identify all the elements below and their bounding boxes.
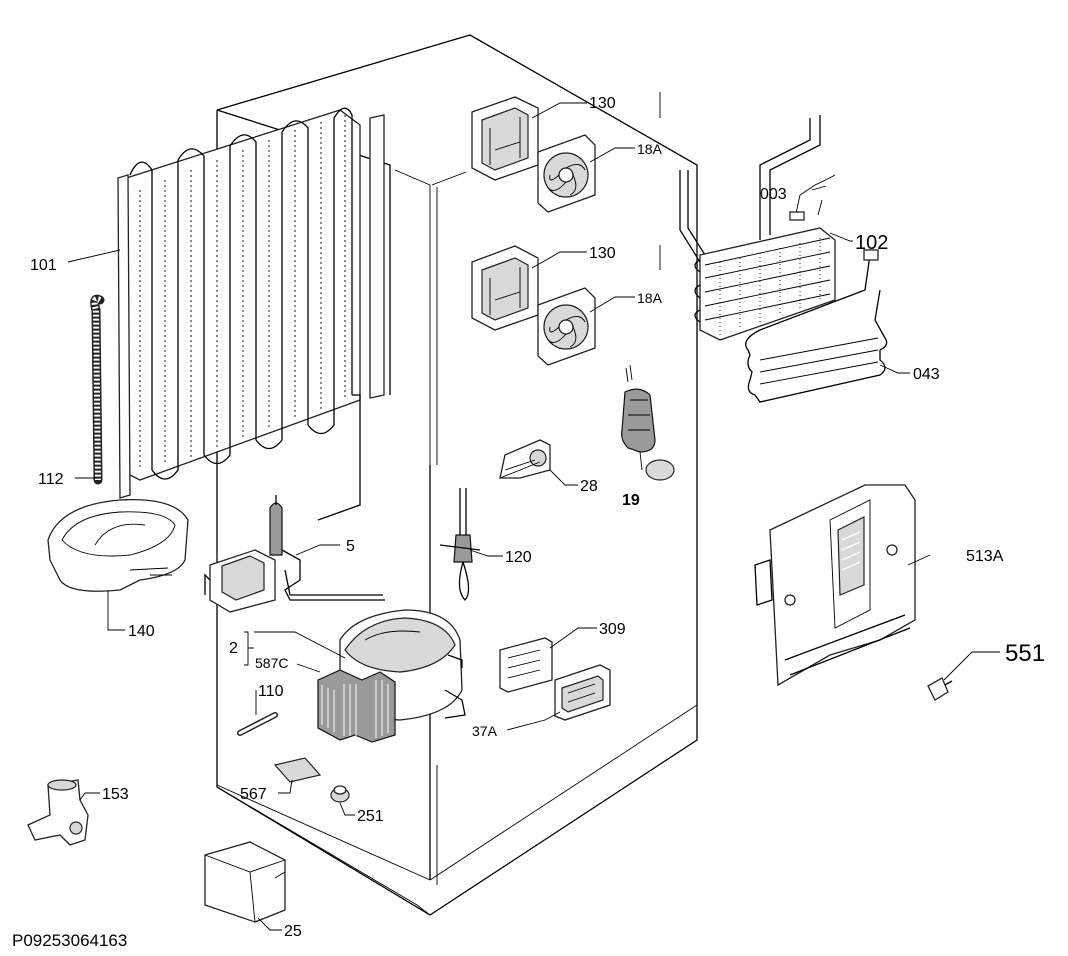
start-relay bbox=[204, 549, 276, 613]
screw-551 bbox=[927, 677, 953, 701]
thermostat-120 bbox=[439, 488, 481, 601]
callout-110: 110 bbox=[258, 683, 284, 700]
condenser-101 bbox=[117, 107, 385, 521]
fan-motor-18A-top bbox=[537, 134, 596, 213]
fan-motor-18A-bottom bbox=[537, 287, 596, 366]
nut-251 bbox=[330, 785, 350, 803]
compressor-fan-587C bbox=[317, 669, 396, 743]
drain-hose-112 bbox=[90, 294, 105, 485]
callout-112: 112 bbox=[38, 471, 64, 488]
callout-37A: 37A bbox=[472, 723, 498, 739]
fan-shroud-130-top bbox=[471, 96, 539, 181]
callout-513A: 513A bbox=[966, 548, 1004, 565]
cabinet-body bbox=[216, 34, 698, 916]
callout-130-bottom: 130 bbox=[589, 245, 616, 262]
callout-19: 19 bbox=[622, 492, 640, 509]
callout-140: 140 bbox=[128, 623, 155, 640]
callout-18A-top: 18A bbox=[637, 141, 663, 157]
filter-drier-5 bbox=[269, 495, 385, 601]
callout-28: 28 bbox=[580, 478, 598, 495]
defrost-heater-043 bbox=[745, 249, 888, 403]
heater-19 bbox=[621, 364, 675, 481]
pin-110 bbox=[237, 712, 278, 736]
bracket-28 bbox=[499, 439, 551, 479]
bracket-567 bbox=[273, 757, 322, 783]
callout-25: 25 bbox=[284, 923, 302, 940]
callout-043: 043 bbox=[913, 366, 940, 383]
callout-labels: 130 18A 130 18A 003 102 043 101 112 140 … bbox=[12, 95, 1045, 950]
drip-tray-140 bbox=[47, 499, 189, 592]
valve-153 bbox=[27, 779, 89, 846]
callout-5: 5 bbox=[346, 538, 355, 555]
callout-130-top: 130 bbox=[589, 95, 616, 112]
sensor-003 bbox=[789, 174, 836, 221]
control-board-37A bbox=[554, 664, 611, 721]
callout-101: 101 bbox=[30, 257, 57, 274]
leader-lines bbox=[67, 102, 1000, 931]
callout-567: 567 bbox=[240, 786, 267, 803]
cover-box-25 bbox=[204, 841, 286, 923]
callout-102: 102 bbox=[855, 232, 888, 254]
callout-2: 2 bbox=[229, 640, 238, 657]
callout-587C: 587C bbox=[255, 655, 288, 671]
callout-120: 120 bbox=[505, 549, 532, 566]
callout-153: 153 bbox=[102, 786, 129, 803]
fan-shroud-130-bottom bbox=[471, 245, 539, 331]
callout-003: 003 bbox=[760, 186, 787, 203]
callout-18A-bottom: 18A bbox=[637, 290, 663, 306]
callout-251: 251 bbox=[357, 808, 384, 825]
drawing-code: P09253064163 bbox=[12, 931, 127, 950]
callout-309: 309 bbox=[599, 621, 626, 638]
callout-551: 551 bbox=[1005, 640, 1045, 667]
rear-cover-513A bbox=[754, 484, 916, 687]
evaporator-102 bbox=[679, 115, 836, 341]
control-board-309 bbox=[499, 637, 553, 693]
